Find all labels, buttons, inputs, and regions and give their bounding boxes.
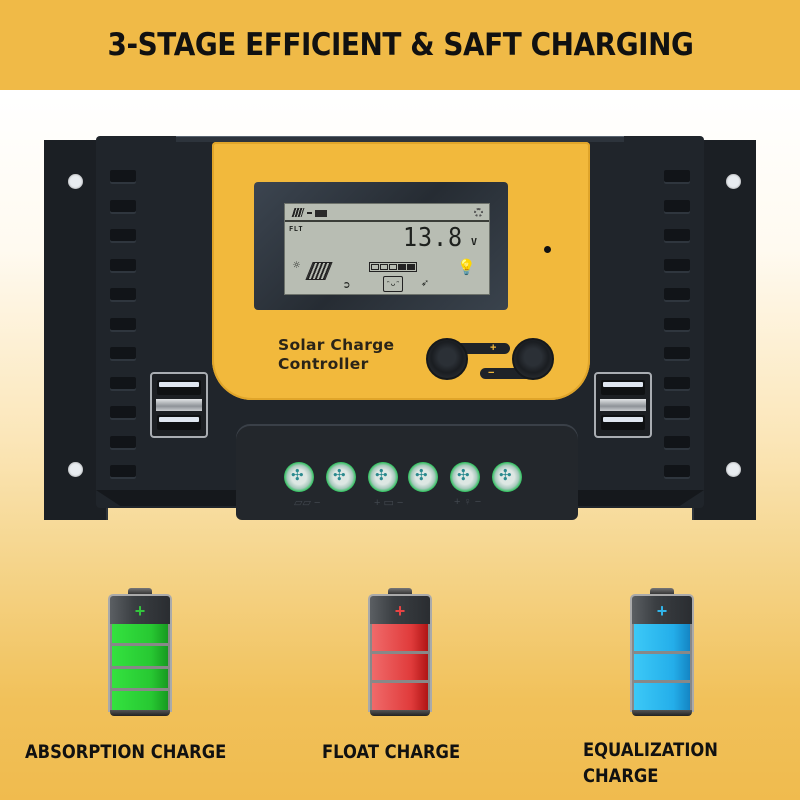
battery-icon: + ▭ − (374, 497, 404, 509)
lcd-voltage-unit: V (471, 237, 478, 248)
menu-button-left[interactable] (426, 338, 468, 380)
brand-line-1: Solar Charge (278, 336, 395, 354)
sun-icon: ☼ (293, 258, 301, 272)
arrow-right-icon: ➲ (343, 278, 351, 292)
arrow-right-icon: ➶ (421, 276, 429, 290)
stage-label-equalization-line2: CHARGE (583, 765, 659, 787)
mount-hole-icon (726, 462, 741, 477)
usb-slot[interactable] (157, 380, 201, 395)
header-banner: 3-STAGE EFFICIENT & SAFT CHARGING (0, 0, 800, 90)
battery-cells (630, 624, 694, 712)
terminal-block: ▱▱ − + ▭ − + ♀ − (236, 424, 578, 520)
plus-icon: + (134, 601, 146, 621)
brand-line-2: Controller (278, 355, 369, 373)
battery-icon (315, 208, 327, 217)
minus-icon: − (488, 367, 495, 379)
lcd-voltage-readout: 13.8 (403, 223, 463, 253)
battery-float: + (368, 588, 432, 716)
mount-hole-icon (68, 174, 83, 189)
usb-port-left[interactable] (150, 372, 208, 438)
plus-icon: + (656, 601, 668, 621)
terminal-load-positive[interactable] (450, 462, 480, 492)
terminal-load-negative[interactable] (492, 462, 522, 492)
battery-absorption: + (108, 588, 172, 716)
plus-track: + (446, 343, 510, 354)
right-vents (664, 170, 690, 495)
plus-icon: + (490, 342, 497, 354)
dash-icon (307, 212, 312, 214)
lcd-display: FLT 13.8 V ☼ ➲ ᵔᴗᵔ ➶ 💡 (284, 203, 490, 295)
usb-slot[interactable] (157, 415, 201, 430)
stage-label-float: FLOAT CHARGE (322, 741, 461, 763)
battery-cells (368, 624, 432, 712)
menu-button-right[interactable] (512, 338, 554, 380)
solar-panel-icon: ▱▱ − (294, 497, 321, 509)
mount-hole-icon (726, 174, 741, 189)
mount-hole-icon (68, 462, 83, 477)
battery-cells (108, 624, 172, 712)
usb-slot[interactable] (601, 380, 645, 395)
gear-icon (474, 208, 483, 217)
status-led (544, 246, 551, 253)
stage-label-absorption: ABSORPTION CHARGE (25, 741, 227, 763)
brand-label: Solar Charge Controller (278, 336, 394, 374)
terminal-solar-negative[interactable] (326, 462, 356, 492)
left-vents (110, 170, 136, 495)
stage-label-equalization: EQUALIZATION CHARGE (583, 737, 718, 789)
stage-label-equalization-line1: EQUALIZATION (583, 739, 718, 761)
battery-face-icon: ᵔᴗᵔ (383, 276, 403, 292)
solar-panel-icon (305, 262, 333, 280)
lcd-mode-indicator: FLT (289, 225, 304, 233)
minus-track: − (480, 368, 540, 379)
solar-charge-controller: FLT 13.8 V ☼ ➲ ᵔᴗᵔ ➶ 💡 Solar Charge Cont… (0, 0, 800, 560)
banner-title: 3-STAGE EFFICIENT & SAFT CHARGING (107, 27, 693, 63)
bulb-icon: 💡 (457, 258, 476, 276)
device-top-edge (176, 136, 624, 142)
battery-equalization: + (630, 588, 694, 716)
plus-icon: + (394, 601, 406, 621)
terminal-battery-negative[interactable] (408, 462, 438, 492)
battery-soc-bar (369, 262, 417, 272)
solar-panel-icon (291, 208, 305, 217)
usb-port-right[interactable] (594, 372, 652, 438)
terminal-solar-positive[interactable] (284, 462, 314, 492)
usb-slot[interactable] (601, 415, 645, 430)
bulb-icon: + ♀ − (454, 496, 482, 508)
lcd-status-bar (285, 204, 489, 222)
terminal-battery-positive[interactable] (368, 462, 398, 492)
